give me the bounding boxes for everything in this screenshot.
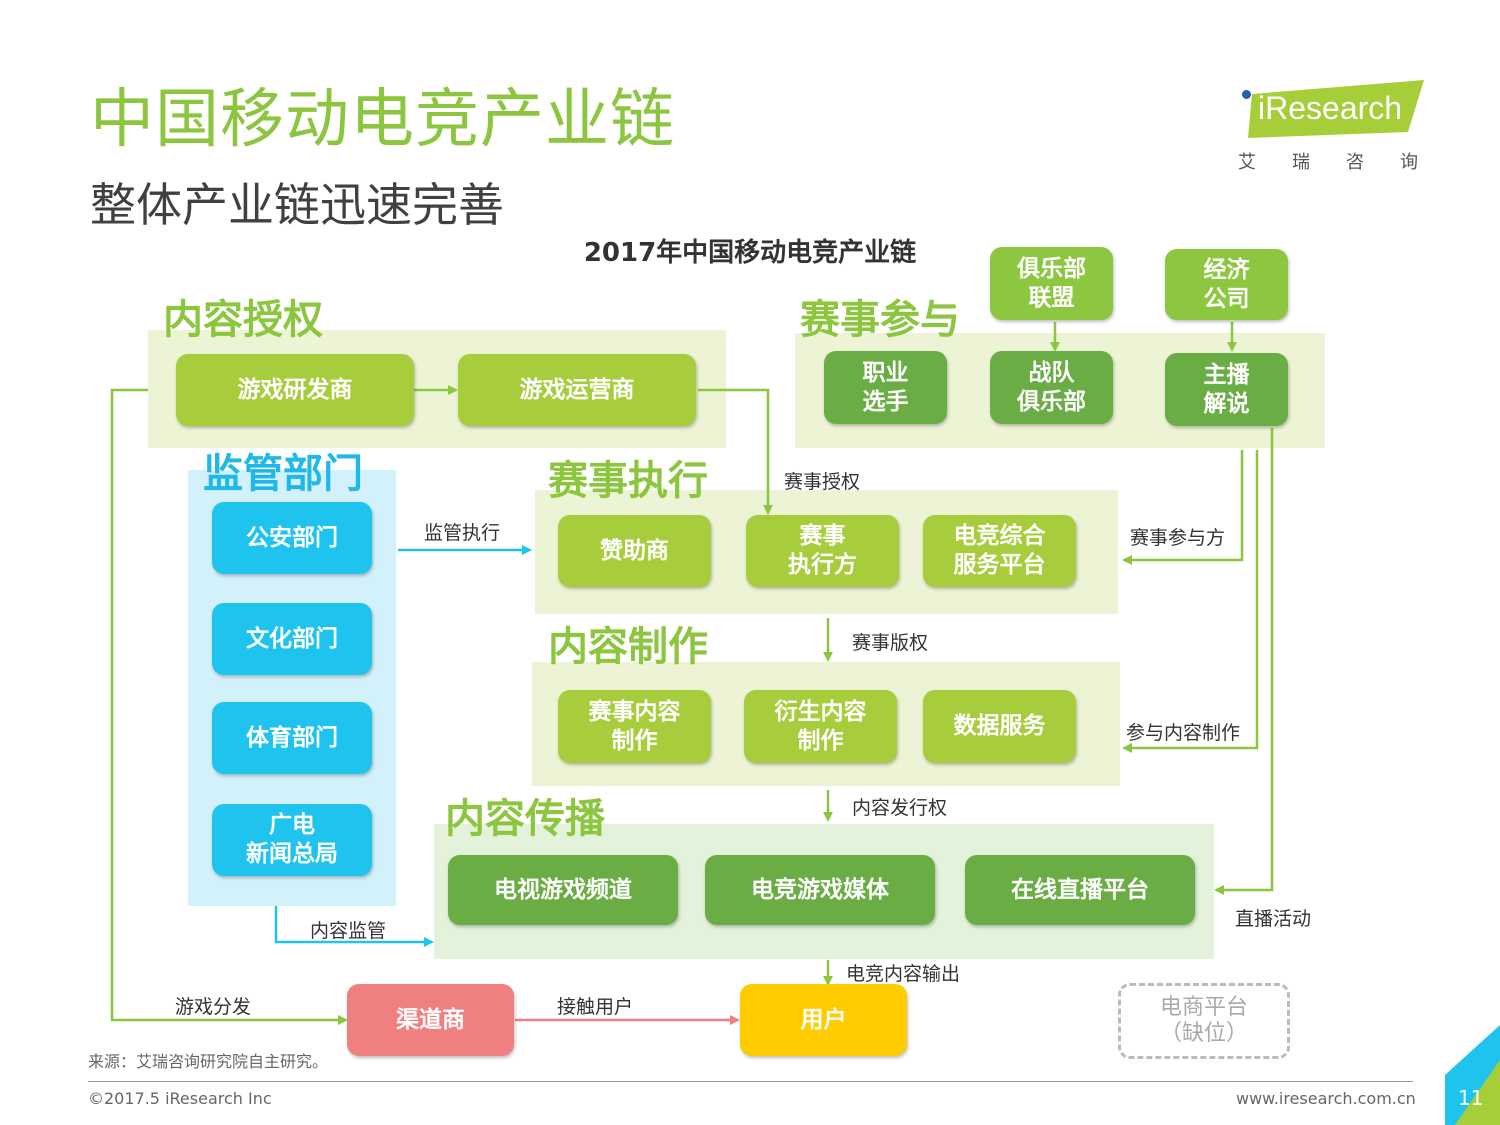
ecommerce-label: 电商平台 <box>1159 994 1248 1020</box>
label-live-activity: 直播活动 <box>1235 908 1312 930</box>
node-agency: 经济 公司 <box>1165 249 1288 320</box>
node-esports-media: 电竞游戏媒体 <box>705 855 935 925</box>
node-developer: 游戏研发商 <box>176 354 414 426</box>
iresearch-logo: iResearch 艾瑞咨询 <box>1238 80 1428 173</box>
section-event-participation: 赛事参与 <box>800 297 960 343</box>
section-event-execution: 赛事执行 <box>548 458 708 504</box>
arrow-streamer-live <box>1214 428 1274 895</box>
section-regulator: 监管部门 <box>203 451 363 497</box>
label-join-production: 参与内容制作 <box>1126 722 1241 744</box>
diagram-title: 2017年中国移动电竞产业链 <box>583 238 917 268</box>
node-data-service: 数据服务 <box>923 690 1076 763</box>
page-subtitle: 整体产业链迅速完善 <box>90 178 504 232</box>
node-sports: 体育部门 <box>212 702 372 774</box>
node-service-platform: 电竞综合 服务平台 <box>923 515 1076 587</box>
footer-divider <box>88 1081 1413 1082</box>
label-content-output: 电竞内容输出 <box>846 963 961 985</box>
node-channel: 渠道商 <box>347 984 514 1056</box>
node-club-league: 俱乐部 联盟 <box>990 247 1113 320</box>
logo-dot-icon <box>1242 90 1251 99</box>
section-content-production: 内容制作 <box>548 624 708 670</box>
label-publish-rights: 内容发行权 <box>852 797 948 819</box>
node-event-content: 赛事内容 制作 <box>558 690 711 763</box>
label-event-rights: 赛事版权 <box>852 632 929 654</box>
label-event-license: 赛事授权 <box>784 471 861 493</box>
node-police: 公安部门 <box>212 502 372 574</box>
node-user: 用户 <box>740 984 907 1056</box>
node-pro-player: 职业 选手 <box>824 351 947 424</box>
label-reach-users: 接触用户 <box>557 996 634 1018</box>
label-content-supervision: 内容监管 <box>310 920 387 942</box>
arrow-participant-production <box>1122 450 1259 753</box>
label-participant: 赛事参与方 <box>1130 527 1226 549</box>
node-derivative-content: 衍生内容 制作 <box>744 690 897 763</box>
node-ecommerce-missing: 电商平台 （缺位） <box>1118 983 1290 1059</box>
section-content-license: 内容授权 <box>163 297 323 343</box>
source-note: 来源：艾瑞咨询研究院自主研究。 <box>88 1052 329 1071</box>
arrow-operator-executor <box>698 388 773 515</box>
node-culture: 文化部门 <box>212 603 372 675</box>
node-team-club: 战队 俱乐部 <box>990 351 1113 424</box>
page-number: 11 <box>1458 1086 1484 1110</box>
corner-accent-green <box>1455 1060 1500 1125</box>
logo-banner-shape <box>1248 80 1424 138</box>
node-tv-channel: 电视游戏频道 <box>448 855 678 925</box>
section-content-distribution: 内容传播 <box>445 796 605 842</box>
node-live-platform: 在线直播平台 <box>965 855 1195 925</box>
website-link[interactable]: www.iresearch.com.cn <box>1236 1089 1416 1108</box>
node-operator: 游戏运营商 <box>458 354 696 426</box>
node-event-executor: 赛事 执行方 <box>746 515 899 587</box>
label-game-distribution: 游戏分发 <box>175 996 252 1018</box>
node-radio: 广电 新闻总局 <box>212 804 372 876</box>
logo-text: iResearch <box>1258 90 1403 126</box>
node-streamer: 主播 解说 <box>1165 353 1288 426</box>
arrow-content-supervision <box>274 906 434 947</box>
copyright: ©2017.5 iResearch Inc <box>88 1089 272 1108</box>
node-sponsor: 赞助商 <box>558 515 711 587</box>
ecommerce-missing-label: （缺位） <box>1159 1021 1248 1046</box>
arrow-participant-execution <box>1122 450 1244 565</box>
logo-cn: 艾瑞咨询 <box>1238 152 1454 173</box>
label-supervision: 监管执行 <box>424 522 501 544</box>
page-title: 中国移动电竞产业链 <box>90 83 675 157</box>
arrow-game-distribution <box>110 388 348 1025</box>
